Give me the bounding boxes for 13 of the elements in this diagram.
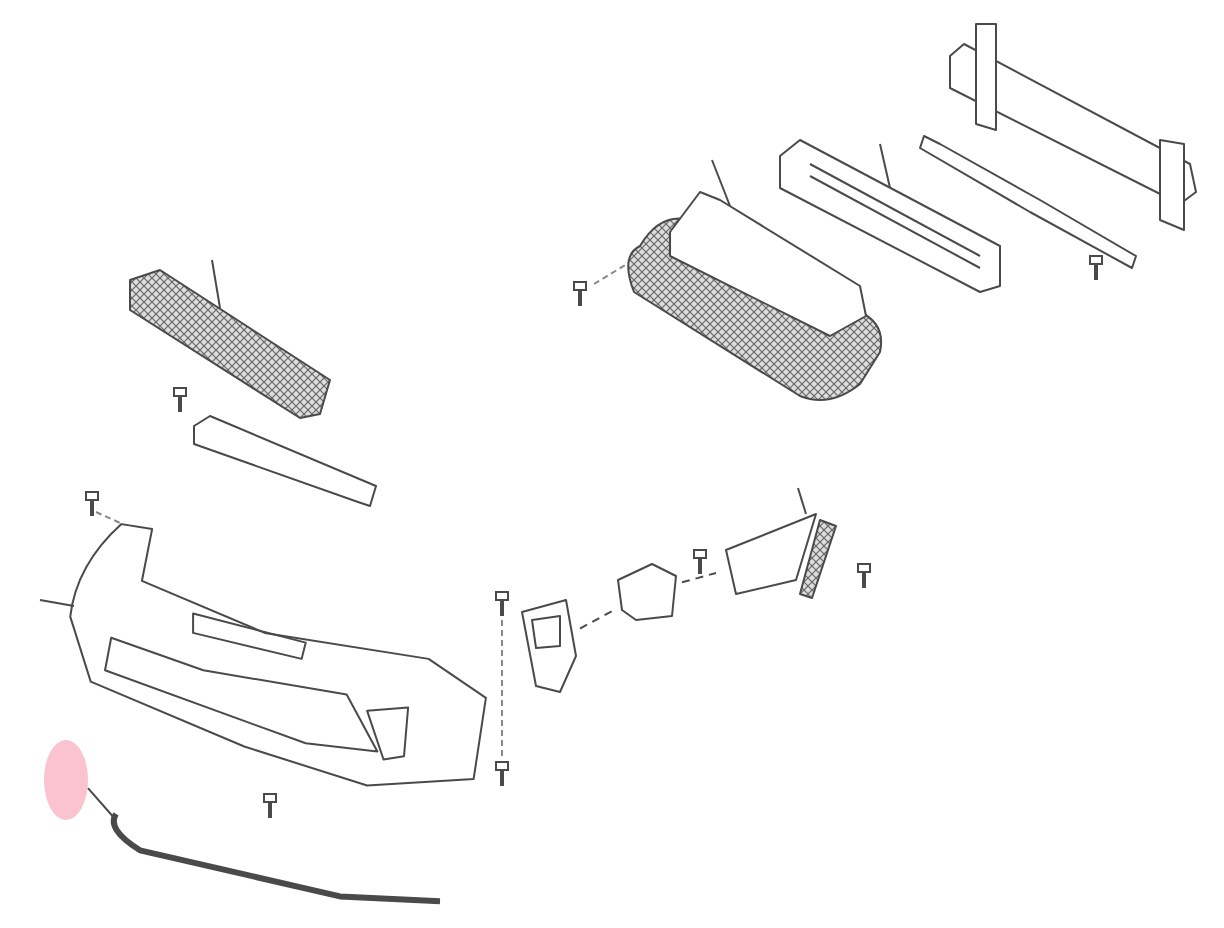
leader-line bbox=[579, 610, 613, 630]
leader-line bbox=[711, 159, 731, 207]
leader-line bbox=[87, 787, 117, 821]
fog-lamp-cover-drawing bbox=[516, 596, 580, 696]
leader-line bbox=[39, 599, 75, 607]
bumper-rod-drawing bbox=[916, 132, 1140, 272]
highlight-marker bbox=[44, 740, 88, 820]
leader-line bbox=[211, 259, 221, 309]
grille-bracket-drawing bbox=[190, 416, 380, 506]
leader-line bbox=[797, 487, 807, 515]
leader-line bbox=[681, 571, 717, 584]
fog-lamp-drawing bbox=[612, 560, 682, 624]
leader-line bbox=[879, 143, 891, 189]
